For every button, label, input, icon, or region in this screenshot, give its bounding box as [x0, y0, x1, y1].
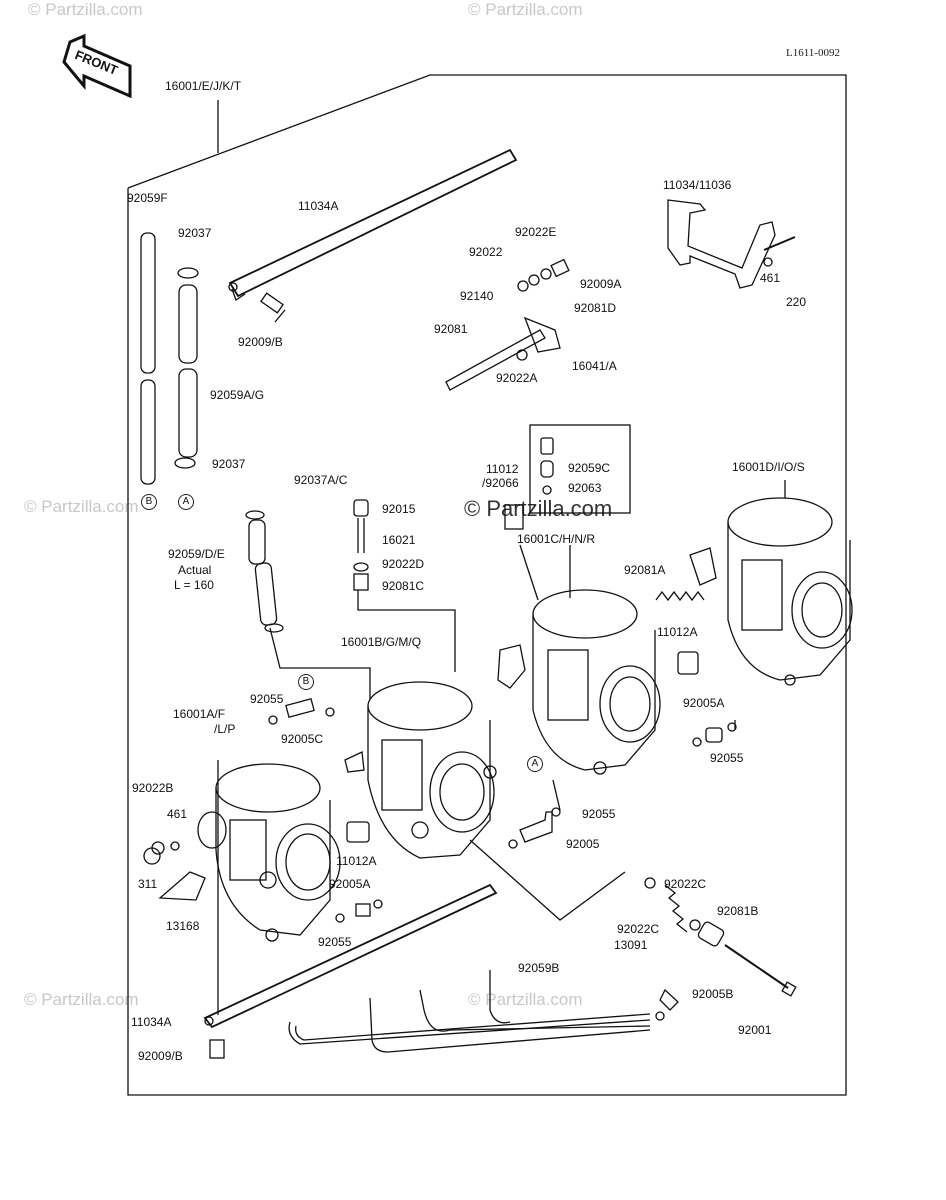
part-label: 92022 — [469, 245, 503, 259]
part-label: 16001C/H/N/R — [517, 532, 596, 546]
part-label: 92005B — [692, 987, 734, 1001]
part-label: 92037 — [178, 226, 212, 240]
carburetor-1-drawing — [197, 763, 341, 942]
carburetor-4-drawing — [689, 497, 853, 686]
part-label: 16041/A — [572, 359, 617, 373]
part-label: 92059B — [518, 961, 560, 975]
part-label: 92081C — [382, 579, 425, 593]
part-label: 92059C — [568, 461, 611, 475]
part-label: 92063 — [568, 481, 602, 495]
part-label: 92005A — [329, 877, 371, 891]
part-label: 13091 — [614, 938, 648, 952]
watermark-bottom-left: © Partzilla.com — [24, 990, 139, 1009]
part-label: 92037 — [212, 457, 246, 471]
frame-border — [127, 74, 847, 1096]
part-label: 92037A/C — [294, 473, 348, 487]
part-label: 92022B — [132, 781, 174, 795]
part-label: 16001A/F — [173, 707, 226, 721]
watermark-center: © Partzilla.com — [464, 496, 613, 521]
watermark-top-left: © Partzilla.com — [28, 0, 143, 19]
note-actual: Actual — [178, 563, 212, 577]
part-label: 92081D — [574, 301, 617, 315]
watermark-bottom-center: © Partzilla.com — [468, 990, 583, 1009]
part-label: 92059F — [127, 191, 168, 205]
part-label: 11012A — [657, 625, 698, 639]
part-label: 220 — [786, 295, 807, 309]
note-length: L = 160 — [174, 578, 214, 592]
part-label: 11034/11036 — [663, 178, 732, 192]
carburetor-2-drawing — [344, 681, 497, 859]
part-label: 92055 — [582, 807, 616, 821]
part-label: 92055 — [318, 935, 352, 949]
part-label: 461 — [760, 271, 781, 285]
watermark-mid-left: © Partzilla.com — [24, 497, 139, 516]
part-label: 11012 — [486, 462, 519, 476]
part-label: 16001D/I/O/S — [732, 460, 805, 474]
ref-circle-b-center: B — [298, 674, 314, 690]
ref-circle-b-left: B — [141, 494, 157, 510]
part-label: 92009A — [580, 277, 622, 291]
part-label: 11012A — [336, 854, 377, 868]
part-label: 92015 — [382, 502, 416, 516]
ref-circle-a-center: A — [527, 756, 543, 772]
carburetor-3-drawing — [497, 589, 661, 775]
part-label: 92022C — [664, 877, 707, 891]
part-label: 92059/D/E — [168, 547, 225, 561]
watermark-top-center: © Partzilla.com — [468, 0, 583, 19]
part-label: 92022E — [515, 225, 557, 239]
part-label: 92055 — [250, 692, 284, 706]
part-label: 92022D — [382, 557, 425, 571]
part-label: 92055 — [710, 751, 744, 765]
part-label: 13168 — [166, 919, 200, 933]
part-label: 92022C — [617, 922, 660, 936]
ref-circle-a-left: A — [178, 494, 194, 510]
part-label: /92066 — [482, 476, 519, 490]
part-label: 92081 — [434, 322, 468, 336]
part-label: 92081B — [717, 904, 759, 918]
part-label: /L/P — [214, 722, 236, 736]
part-label: 92005A — [683, 696, 725, 710]
part-label: 11034A — [298, 199, 339, 213]
part-label: 92140 — [460, 289, 494, 303]
part-label: 92022A — [496, 371, 538, 385]
part-label: 92059A/G — [210, 388, 265, 402]
part-label: 92081A — [624, 563, 666, 577]
part-label: 16021 — [382, 533, 416, 547]
part-label: 92009/B — [238, 335, 283, 349]
part-label: 92005C — [281, 732, 324, 746]
part-label: 92001 — [738, 1023, 772, 1037]
front-arrow-icon — [62, 33, 132, 99]
diagram-id: L1611-0092 — [786, 47, 840, 59]
part-label: 11034A — [131, 1015, 172, 1029]
part-label: 92009/B — [138, 1049, 183, 1063]
part-label: 16001B/G/M/Q — [341, 635, 422, 649]
part-label: 92005 — [566, 837, 600, 851]
part-label: 461 — [167, 807, 188, 821]
part-label: 16001/E/J/K/T — [165, 79, 242, 93]
part-label: 311 — [138, 877, 158, 891]
